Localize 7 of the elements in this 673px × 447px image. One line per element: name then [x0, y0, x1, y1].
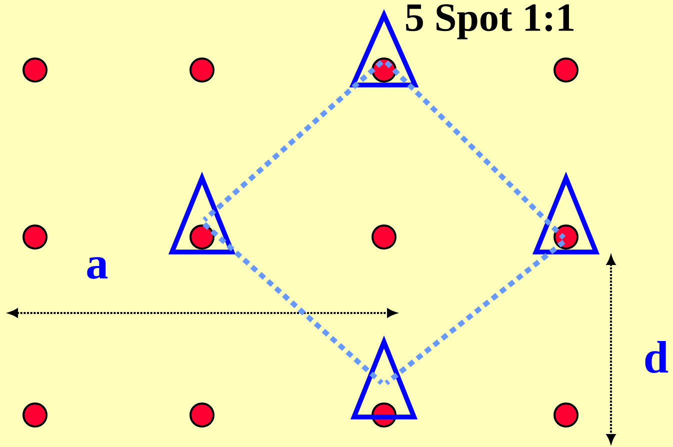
dimension-label: d: [645, 341, 668, 373]
dotted-connector: [384, 240, 566, 386]
dotted-connector: [202, 60, 384, 222]
title: 5 Spot 1:1: [406, 4, 574, 40]
dimension-label: a: [87, 257, 108, 279]
dotted-connector: [384, 60, 566, 240]
dotted-connector: [202, 222, 384, 385]
